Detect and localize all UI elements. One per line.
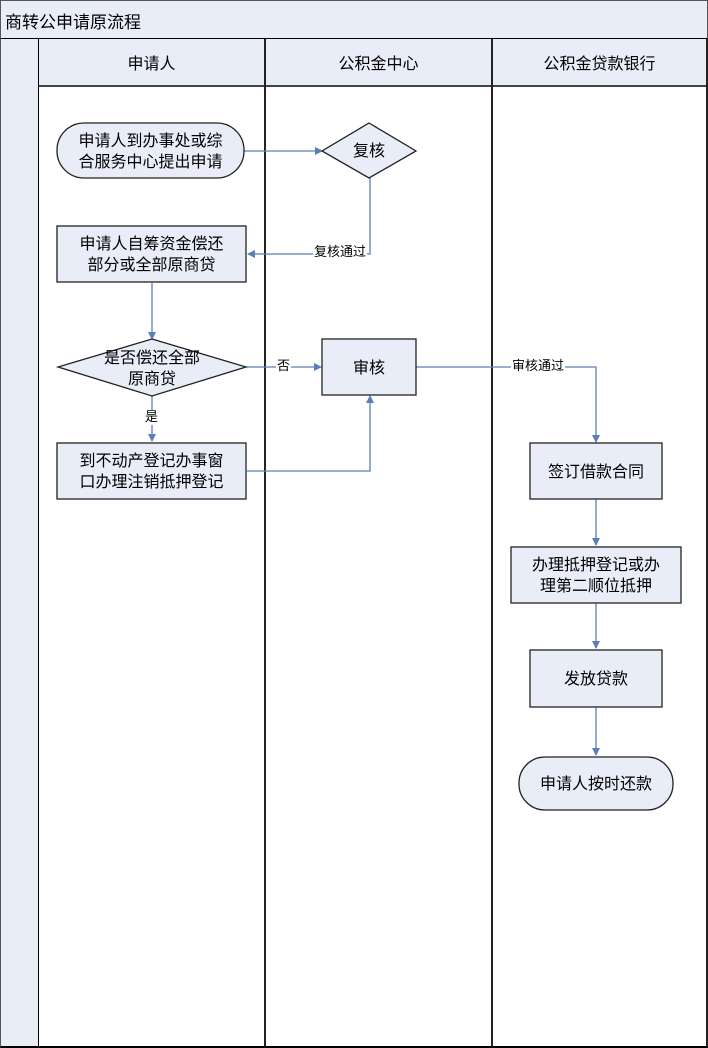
node-repay-on-time-shape — [518, 756, 674, 811]
lane-label: 申请人 — [127, 54, 176, 73]
node-question-shape — [55, 338, 249, 397]
lane-bank: 公积金贷款银行 — [493, 39, 708, 1048]
lane-header-fund-center: 公积金中心 — [266, 39, 491, 87]
lane-label: 公积金贷款银行 — [543, 54, 656, 73]
title-bar: 商转公申请原流程 — [0, 0, 708, 40]
node-recheck-shape — [320, 122, 418, 179]
edge-label-recheck-pass: 复核通过 — [313, 245, 368, 260]
diagram-title: 商转公申请原流程 — [5, 13, 141, 33]
lane-applicant: 申请人 — [39, 39, 266, 1048]
node-audit-shape — [321, 338, 417, 396]
edge-deregister-to-audit — [247, 395, 374, 472]
node-sign-contract-shape — [529, 442, 663, 500]
edge-recheck-to-self-repay — [247, 178, 371, 258]
edge-label-yes: 是 — [144, 410, 160, 425]
node-apply-shape — [56, 122, 245, 179]
lane-header-bank: 公积金贷款银行 — [493, 39, 706, 87]
edge-label-audit-pass: 审核通过 — [511, 359, 566, 374]
node-deregister-shape — [56, 442, 247, 500]
lane-header-applicant: 申请人 — [39, 39, 264, 87]
node-mortgage-shape — [510, 546, 682, 604]
edge-audit-to-sign — [416, 366, 600, 443]
node-self-repay-shape — [56, 225, 247, 283]
lane-label: 公积金中心 — [338, 54, 419, 73]
node-disburse-shape — [529, 649, 663, 708]
lane-fund-center: 公积金中心 — [266, 39, 493, 1048]
edge-label-no: 否 — [276, 359, 292, 374]
